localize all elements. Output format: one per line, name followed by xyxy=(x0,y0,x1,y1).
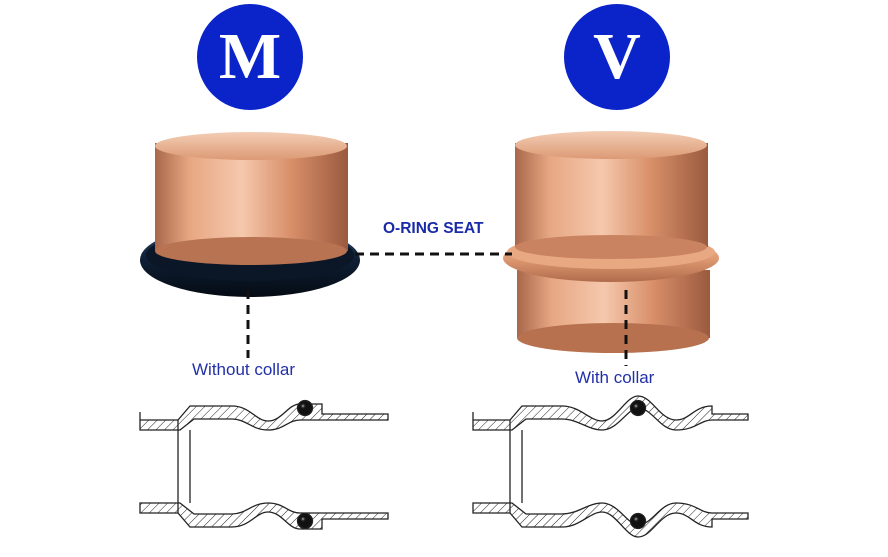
oring-top xyxy=(629,399,647,417)
without-collar-label: Without collar xyxy=(192,360,295,379)
leader-lines xyxy=(246,252,628,366)
with-collar-label: With collar xyxy=(575,368,655,387)
oring-bottom xyxy=(629,512,647,530)
v-fitting-cap xyxy=(503,131,719,353)
v-profile-badge: V xyxy=(564,4,670,110)
oring-bottom xyxy=(296,512,314,530)
m-cross-section xyxy=(139,399,389,530)
m-fitting-cap xyxy=(140,132,360,297)
m-profile-badge: M xyxy=(197,4,303,110)
v-cross-section xyxy=(472,395,749,538)
oring-top xyxy=(296,399,314,417)
oring-seat-label: O-RING SEAT xyxy=(383,220,484,237)
